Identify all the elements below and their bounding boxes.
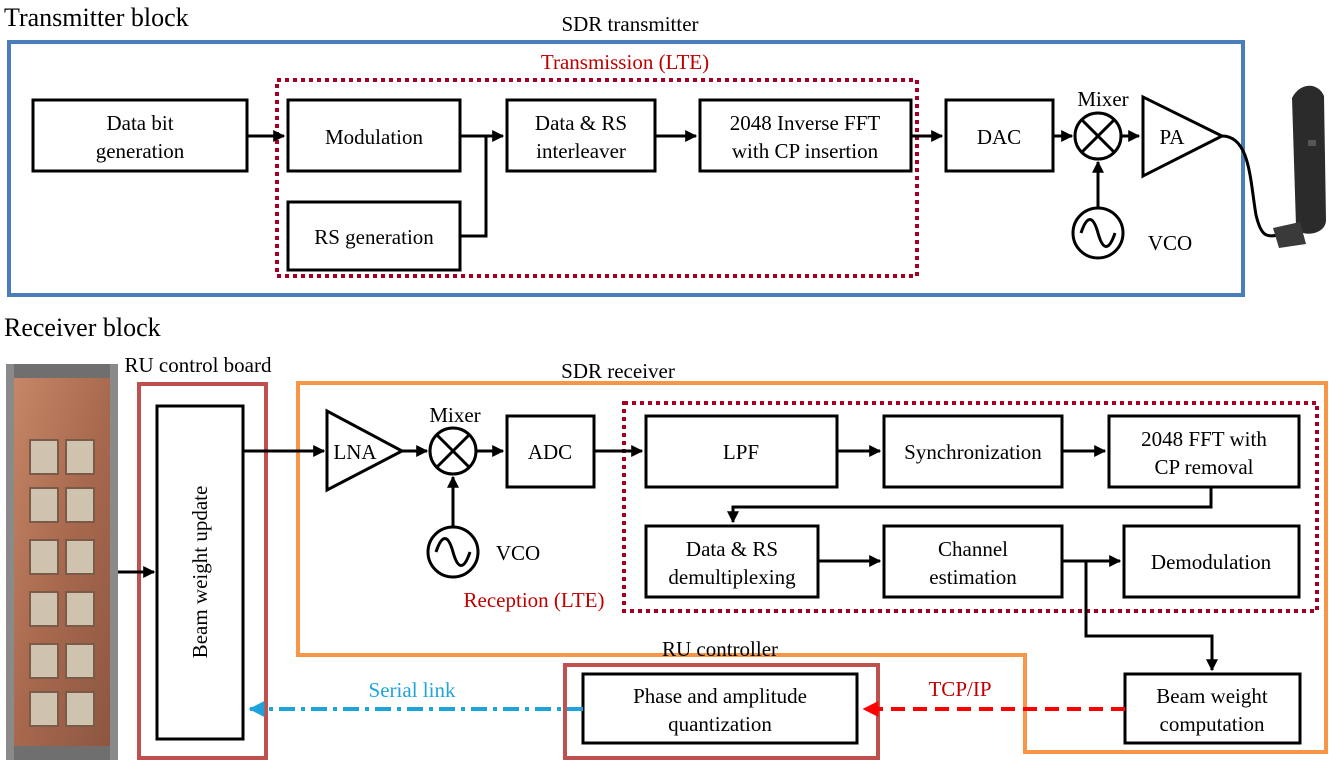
- transmitter-heading: Transmitter block: [4, 3, 189, 32]
- antenna-array-image: [6, 364, 118, 760]
- fft-line2: CP removal: [1155, 455, 1254, 479]
- adc-label: ADC: [528, 440, 572, 464]
- reception-lte-label: Reception (LTE): [464, 588, 605, 612]
- reception-lte-frame: [622, 401, 1319, 613]
- ifft-line2: with CP insertion: [732, 139, 879, 163]
- transmission-lte-frame: [275, 78, 919, 278]
- fft-line1: 2048 FFT with: [1141, 427, 1267, 451]
- data-bit-line2: generation: [96, 139, 185, 163]
- pa-amplifier-icon: PA: [1141, 94, 1226, 179]
- synchronization-block: Synchronization: [882, 414, 1064, 489]
- ru-control-board-label: RU control board: [125, 353, 272, 377]
- sdr-transmitter-frame: [7, 40, 1245, 297]
- arrow-chest-to-bwc: [1084, 561, 1218, 672]
- quantization-block: Phase and amplitude quantization: [581, 672, 859, 745]
- sdr-transmitter-label: SDR transmitter: [561, 12, 698, 36]
- tx-mixer-label: Mixer: [1077, 87, 1128, 111]
- data-bit-generation-block: Data bit generation: [31, 98, 249, 173]
- quant-line2: quantization: [668, 712, 772, 736]
- data-bit-line1: Data bit: [106, 111, 173, 135]
- rx-vco-label: VCO: [496, 541, 540, 565]
- modulation-label: Modulation: [325, 125, 423, 149]
- beam-weight-update-label: Beam weight update: [188, 486, 212, 659]
- lpf-label: LPF: [723, 440, 759, 464]
- modulation-block: Modulation: [286, 98, 462, 173]
- rx-mixer-icon: [428, 426, 478, 476]
- ifft-line1: 2048 Inverse FFT: [730, 111, 881, 135]
- wire-rs-out: [460, 136, 488, 238]
- sdr-receiver-label: SDR receiver: [561, 359, 675, 383]
- tx-vco-icon: [1071, 206, 1125, 260]
- rx-mixer-label: Mixer: [429, 403, 480, 427]
- transmission-lte-label: Transmission (LTE): [541, 50, 709, 74]
- dac-label: DAC: [977, 125, 1021, 149]
- pa-label: PA: [1160, 125, 1186, 149]
- chest-line1: Channel: [938, 537, 1008, 561]
- bwc-line1: Beam weight: [1156, 684, 1268, 708]
- demux-line1: Data & RS: [686, 537, 778, 561]
- interleaver-line2: interleaver: [536, 139, 626, 163]
- beam-weight-update-block: Beam weight update: [155, 404, 245, 741]
- lna-label: LNA: [333, 440, 377, 464]
- dac-block: DAC: [944, 98, 1055, 173]
- channel-estimation-block: Channel estimation: [882, 524, 1064, 599]
- lna-amplifier-icon: LNA: [325, 408, 406, 493]
- demultiplexing-block: Data & RS demultiplexing: [644, 524, 820, 599]
- fft-block: 2048 FFT with CP removal: [1107, 414, 1301, 489]
- rs-generation-label: RS generation: [314, 225, 434, 249]
- ru-controller-label: RU controller: [662, 637, 778, 661]
- tx-vco-label: VCO: [1148, 231, 1192, 255]
- demodulation-block: Demodulation: [1122, 524, 1301, 599]
- demodulation-label: Demodulation: [1151, 550, 1272, 574]
- serial-link-label: Serial link: [369, 678, 456, 702]
- inverse-fft-block: 2048 Inverse FFT with CP insertion: [698, 98, 913, 173]
- tx-mixer-icon: [1073, 111, 1123, 161]
- rx-vco-icon: [426, 525, 480, 579]
- beam-weight-computation-block: Beam weight computation: [1123, 672, 1302, 745]
- receiver-heading: Receiver block: [4, 313, 161, 342]
- antenna-image: [1273, 85, 1326, 248]
- lpf-block: LPF: [644, 414, 839, 489]
- tcp-ip-label: TCP/IP: [928, 677, 991, 701]
- interleaver-block: Data & RS interleaver: [505, 98, 657, 173]
- adc-block: ADC: [505, 414, 596, 489]
- bwc-line2: computation: [1160, 712, 1265, 736]
- interleaver-line1: Data & RS: [535, 111, 627, 135]
- antenna-cable: [1221, 134, 1283, 238]
- arrow-fft-to-demux: [727, 487, 1213, 524]
- chest-line2: estimation: [929, 565, 1017, 589]
- quant-line1: Phase and amplitude: [633, 684, 807, 708]
- demux-line2: demultiplexing: [668, 565, 796, 589]
- synchronization-label: Synchronization: [904, 440, 1042, 464]
- rs-generation-block: RS generation: [286, 200, 462, 272]
- sdr-receiver-frame: [296, 381, 1328, 754]
